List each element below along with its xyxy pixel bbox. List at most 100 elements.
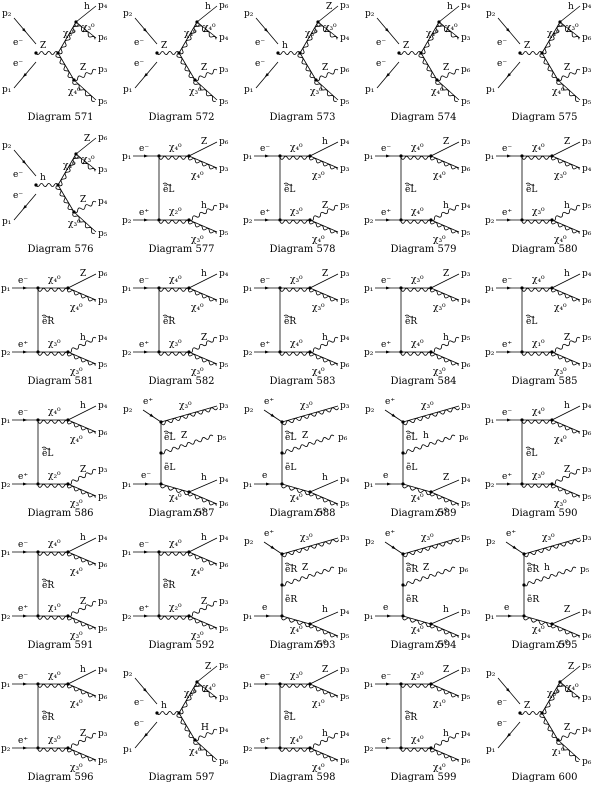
boson-label-mid: h bbox=[423, 431, 429, 441]
momentum-label-out-2: p₆ bbox=[219, 560, 229, 570]
momentum-label-out-2: p₅ bbox=[461, 692, 471, 702]
momentum-label-in-bottom: p₂ bbox=[122, 612, 132, 622]
selectron-label-2: ẽL bbox=[164, 462, 175, 473]
caption-number: 587 bbox=[195, 508, 215, 519]
lower-neutralino-wave bbox=[400, 747, 432, 752]
boson-label-top: h bbox=[568, 2, 574, 12]
neutralino-label-2: χ₃⁰ bbox=[312, 303, 325, 313]
upper-out-neutralino-wave bbox=[429, 289, 459, 302]
neutralino-label-1: χ₄⁰ bbox=[547, 29, 560, 39]
neutralino-label-3: χ₃⁰ bbox=[566, 23, 579, 33]
lower-out-neutralino bbox=[309, 351, 339, 365]
boson-label-top: Z bbox=[443, 269, 449, 279]
momentum-label-in-bottom: p₁ bbox=[123, 745, 132, 755]
momentum-label-out-4: p₆ bbox=[340, 360, 350, 370]
momentum-label-out-4: p₅ bbox=[98, 97, 108, 107]
vertex bbox=[435, 78, 439, 82]
neutralino-label-3: χ₃⁰ bbox=[290, 207, 303, 217]
lower-out-boson bbox=[430, 204, 460, 222]
upper-out-neutralino-wave bbox=[429, 685, 459, 698]
selectron-tilde bbox=[525, 314, 535, 318]
momentum-label-in-bottom: p₂ bbox=[364, 348, 374, 358]
boson-label-bottom: H bbox=[201, 723, 209, 733]
out-neutralino-bottom-wave bbox=[193, 81, 216, 102]
momentum-label-out-4: p₅ bbox=[219, 97, 229, 107]
neutralino-label-3: χ₃⁰ bbox=[48, 735, 61, 745]
caption-number: 581 bbox=[74, 376, 94, 387]
selectron-label: ẽL bbox=[526, 316, 537, 327]
diagram-caption: Diagram 580 bbox=[484, 244, 605, 255]
momentum-label-out-3: p₄ bbox=[98, 197, 108, 207]
neutralino-label-2: χ₄⁰ bbox=[70, 303, 83, 313]
boson-label-mid: Z bbox=[423, 563, 429, 573]
upper-neutralino-wave bbox=[59, 154, 79, 187]
propagator-label: Z bbox=[403, 41, 409, 51]
momentum-label-out-4: p₆ bbox=[340, 228, 350, 238]
momentum-label-in-top: p₁ bbox=[1, 284, 10, 294]
upper-neutralino-wave bbox=[180, 682, 200, 715]
momentum-label-in-bottom: p₂ bbox=[1, 480, 11, 490]
fermion-arrow bbox=[507, 614, 513, 618]
neutralino-label-3: χ₁⁰ bbox=[48, 603, 61, 613]
momentum-label-out-4: p₆ bbox=[219, 757, 229, 767]
neutralino-label-4: χ₃⁰ bbox=[70, 367, 83, 377]
neutralino-label-1: χ₃⁰ bbox=[421, 401, 434, 411]
boson-label-mid: Z bbox=[181, 431, 187, 441]
momentum-label-out-4: p₅ bbox=[98, 360, 108, 370]
s-channel-propagator bbox=[156, 51, 180, 55]
lower-out-neutralino bbox=[67, 615, 97, 629]
vertex bbox=[556, 738, 560, 742]
fermion-arrow bbox=[506, 28, 511, 33]
diagram-caption: Diagram 576 bbox=[0, 244, 121, 255]
electron-label-top: e⁻ bbox=[376, 38, 386, 48]
momentum-label-out-3: p₅ bbox=[340, 201, 350, 211]
lower-neutralino-wave bbox=[158, 219, 190, 224]
electron-label-top: e⁻ bbox=[260, 276, 270, 286]
upper-out-neutralino-wave bbox=[308, 685, 338, 698]
neutralino-label-2: χ₃⁰ bbox=[68, 219, 81, 229]
neutralino-label-3: χ₂⁰ bbox=[48, 471, 61, 481]
momentum-label-in-bottom: p₁ bbox=[243, 612, 252, 622]
upper-neutralino-wave bbox=[521, 419, 553, 424]
neutralino-label-4: χ₃⁰ bbox=[433, 367, 446, 377]
momentum-label-out-2: p₆ bbox=[98, 692, 108, 702]
diagram-caption: Diagram 582 bbox=[121, 376, 242, 387]
vertex bbox=[195, 680, 199, 684]
neutralino-label-1: χ₄⁰ bbox=[48, 275, 61, 285]
upper-neutralino-wave bbox=[400, 155, 432, 160]
lower-neutralino-wave bbox=[539, 53, 558, 82]
selectron-label: ẽR bbox=[163, 580, 175, 591]
neutralino-label-2: χ₄⁰ bbox=[191, 567, 204, 577]
out-boson-mid bbox=[402, 434, 456, 455]
neutralino-label-1: χ₄⁰ bbox=[426, 29, 439, 39]
electron-label-top: e⁻ bbox=[18, 672, 28, 682]
fermion-arrow bbox=[265, 482, 271, 486]
momentum-label-in-top: p₂ bbox=[244, 405, 254, 415]
upper-neutralino-wave bbox=[422, 22, 442, 55]
upper-neutralino-wave bbox=[279, 287, 311, 292]
momentum-label-out-2: p₄ bbox=[219, 475, 229, 485]
momentum-label-out-2: p₃ bbox=[98, 165, 108, 175]
momentum-label-in-bottom: p₂ bbox=[1, 348, 11, 358]
boson-label-bottom: h bbox=[322, 333, 328, 343]
boson-label-bottom: Z bbox=[564, 605, 570, 615]
momentum-label-in-bottom: p₁ bbox=[244, 85, 253, 95]
momentum-label-out-3: p₄ bbox=[582, 725, 592, 735]
momentum-label-out-4: p₃ bbox=[582, 360, 592, 370]
neutralino-label-2: χ₄⁰ bbox=[290, 625, 303, 635]
boson-label-bottom: Z bbox=[80, 195, 86, 205]
caption-prefix: Diagram bbox=[511, 640, 556, 651]
upper-out-line bbox=[551, 405, 581, 421]
neutralino-label-1: χ₃⁰ bbox=[290, 671, 303, 681]
momentum-label-in-top: p₁ bbox=[243, 680, 252, 690]
electron-label-bottom: e⁺ bbox=[502, 340, 512, 350]
